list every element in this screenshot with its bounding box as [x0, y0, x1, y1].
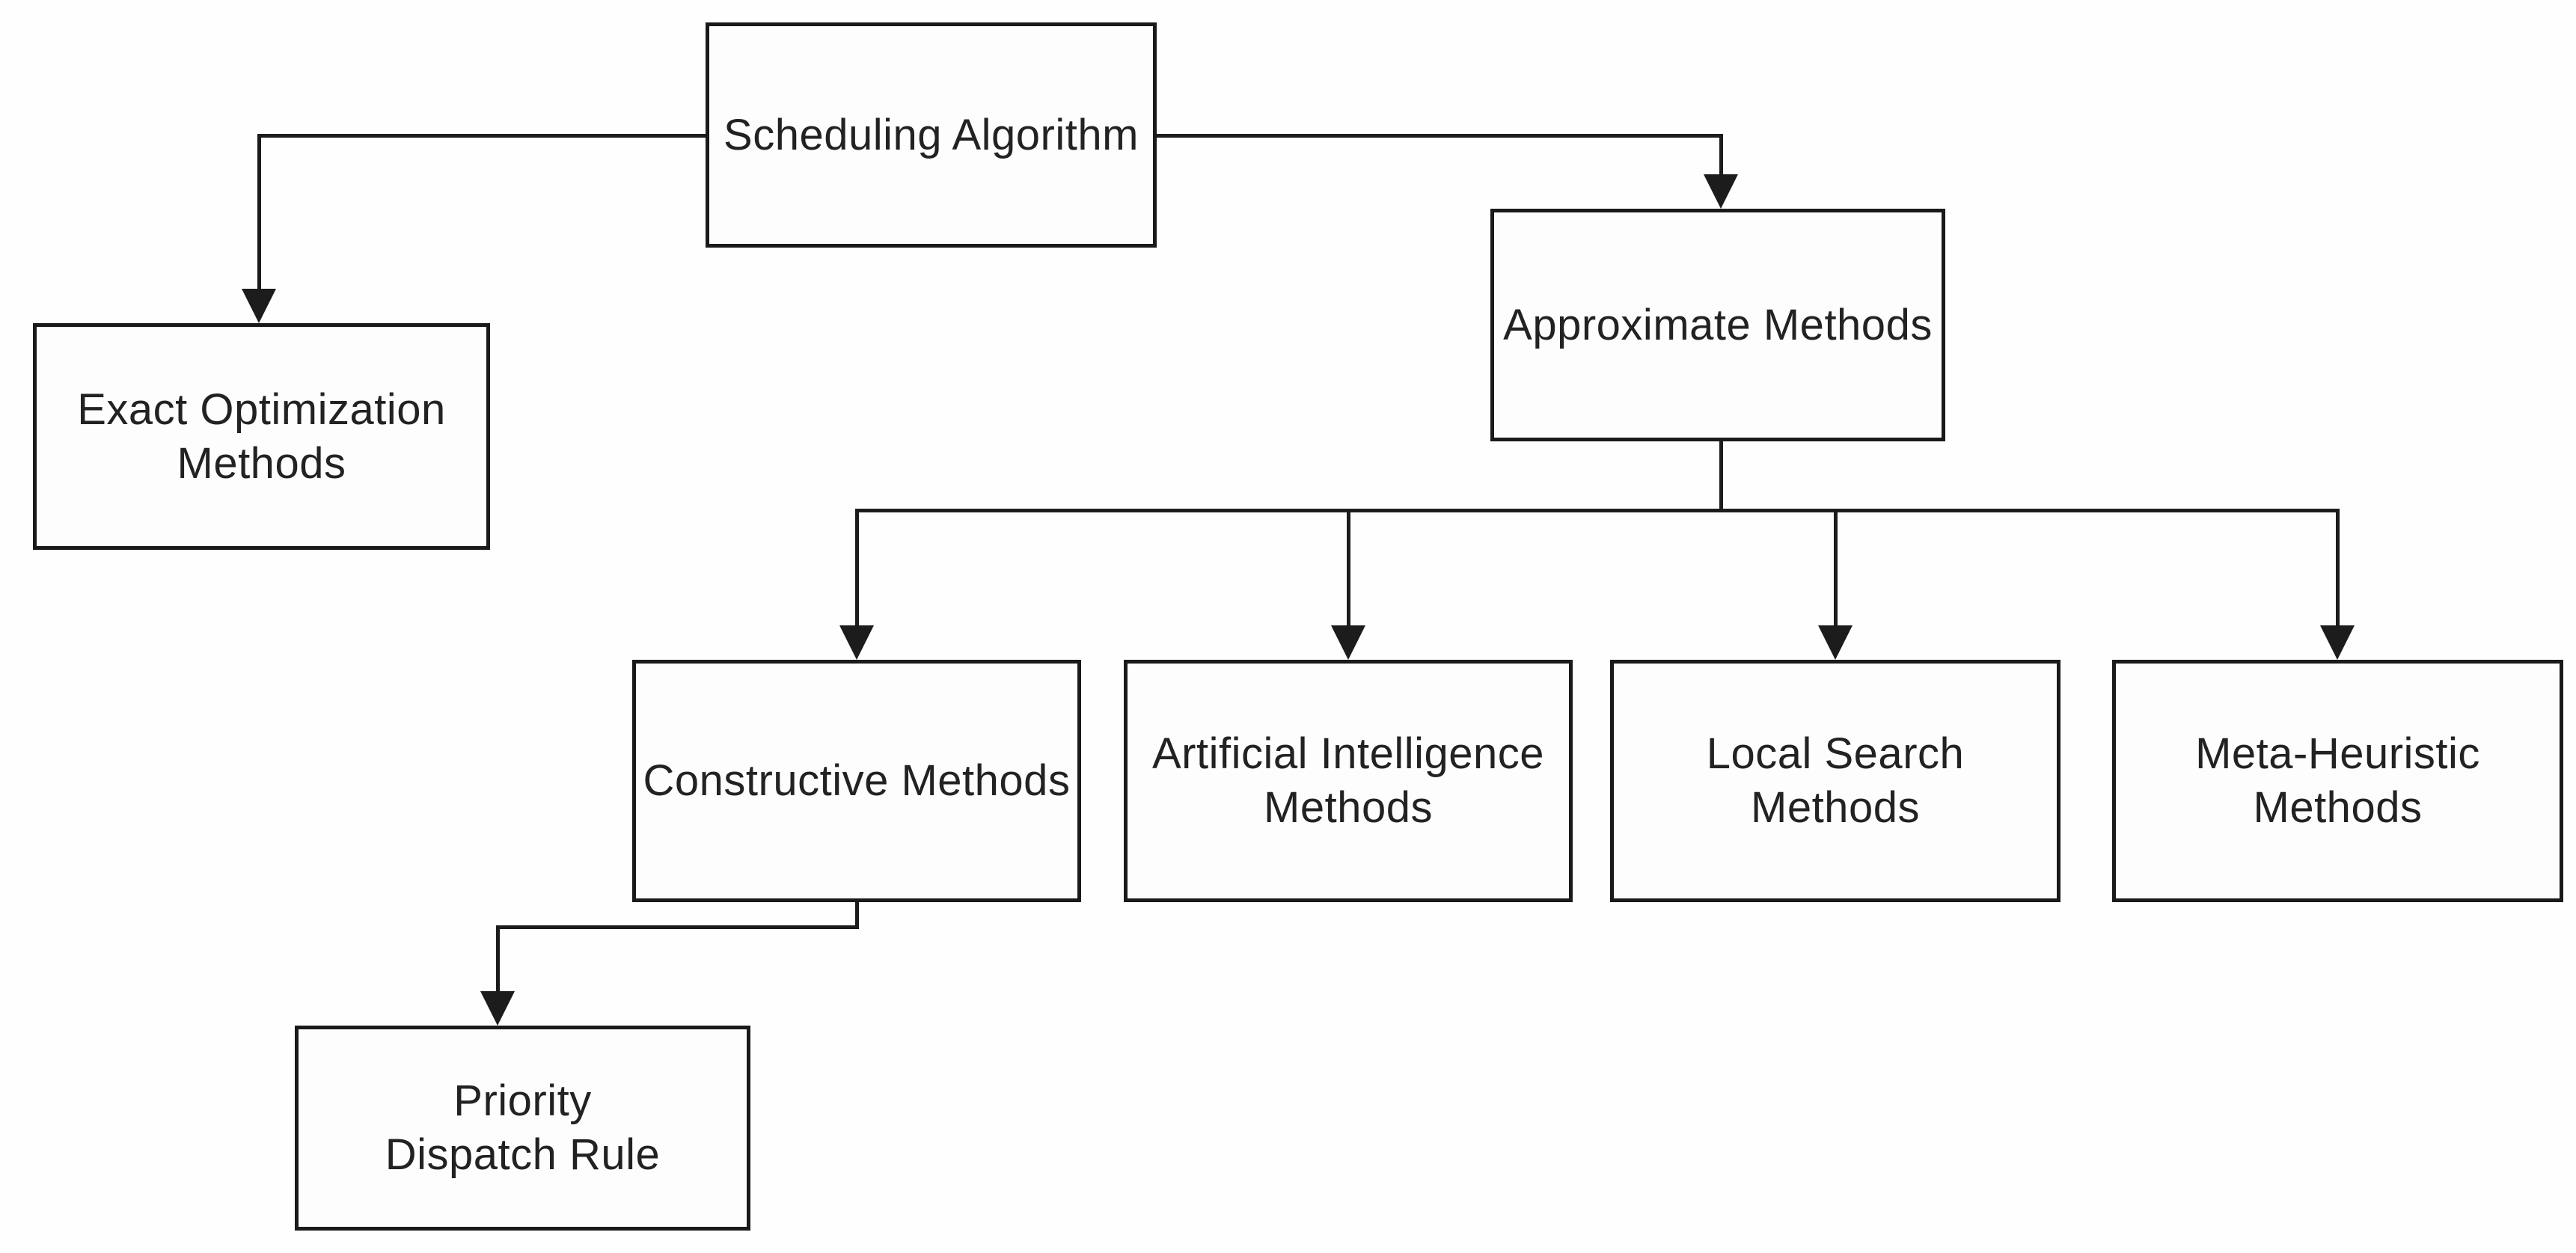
connector-drop-local	[1834, 509, 1838, 627]
arrowhead-into-ai-icon	[1331, 625, 1365, 660]
connector-drop-ai	[1347, 509, 1350, 627]
node-scheduling-algorithm-label: Scheduling Algorithm	[723, 110, 1139, 159]
node-priority-dispatch-rule: Priority Dispatch Rule	[295, 1026, 750, 1231]
connector-constructive-priority-stub	[855, 902, 859, 929]
connector-distributor-bar	[857, 509, 2340, 512]
node-artificial-intelligence-methods: Artificial Intelligence Methods	[1124, 660, 1573, 902]
node-constructive-methods-label: Constructive Methods	[643, 756, 1071, 805]
connector-approximate-stem-vertical	[1719, 441, 1723, 512]
arrowhead-into-exact-icon	[242, 289, 276, 323]
connector-scheduling-exact-vertical	[257, 134, 261, 291]
node-priority-dispatch-rule-label: Priority Dispatch Rule	[385, 1076, 661, 1179]
node-artificial-intelligence-methods-label: Artificial Intelligence Methods	[1151, 729, 1545, 832]
connector-scheduling-approximate-horizontal	[1157, 134, 1722, 138]
node-local-search-methods: Local Search Methods	[1610, 660, 2061, 902]
node-scheduling-algorithm: Scheduling Algorithm	[706, 22, 1157, 248]
node-local-search-methods-label: Local Search Methods	[1706, 729, 1965, 832]
node-constructive-methods: Constructive Methods	[632, 660, 1081, 902]
arrowhead-into-meta-icon	[2320, 625, 2355, 660]
connector-scheduling-approximate-vertical	[1719, 134, 1723, 176]
connector-drop-constructive	[855, 509, 859, 627]
node-approximate-methods-label: Approximate Methods	[1503, 300, 1933, 349]
node-exact-optimization-methods-label: Exact Optimization Methods	[77, 385, 446, 488]
connector-scheduling-exact-horizontal	[259, 134, 706, 138]
node-approximate-methods: Approximate Methods	[1490, 209, 1945, 441]
connector-constructive-priority-horizontal	[496, 925, 859, 929]
arrowhead-into-priority-icon	[480, 991, 515, 1026]
node-meta-heuristic-methods: Meta-Heuristic Methods	[2112, 660, 2563, 902]
connector-drop-meta	[2336, 509, 2340, 627]
connector-constructive-priority-vertical	[496, 925, 500, 993]
node-meta-heuristic-methods-label: Meta-Heuristic Methods	[2195, 729, 2480, 832]
arrowhead-into-approximate-icon	[1704, 174, 1738, 209]
node-exact-optimization-methods: Exact Optimization Methods	[33, 323, 490, 550]
arrowhead-into-local-icon	[1818, 625, 1853, 660]
arrowhead-into-constructive-icon	[839, 625, 874, 660]
